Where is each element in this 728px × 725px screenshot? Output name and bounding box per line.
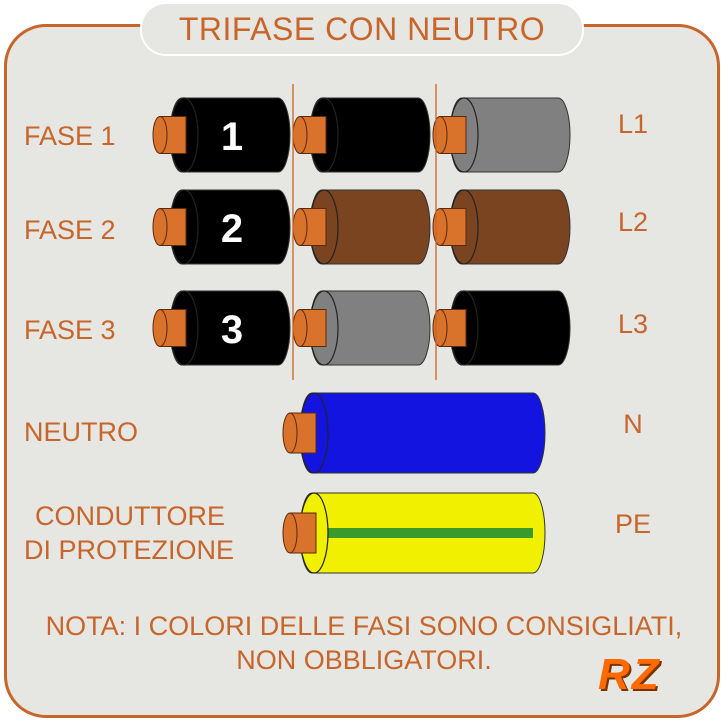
title: TRIFASE CON NEUTRO: [140, 2, 584, 56]
row-label-conduttore: CONDUTTORE: [35, 501, 226, 531]
phase-number-1: 1: [221, 115, 243, 159]
phase-number-3: 3: [221, 308, 243, 352]
row-label-fase-1: FASE 1: [24, 121, 116, 151]
cable-fase-3-col-1: [152, 290, 291, 366]
code-n: N: [623, 409, 643, 439]
phase-number-2: 2: [221, 207, 243, 251]
row-label-di-protezione: DI PROTEZIONE: [24, 535, 235, 565]
cable-fase-1-col-3: [432, 97, 571, 173]
cable-pe: [282, 492, 546, 574]
row-label-neutro: NEUTRO: [24, 417, 138, 447]
cable-fase-3-col-3: [432, 290, 571, 366]
cable-fase-3-col-2: [292, 290, 431, 366]
code-l1: L1: [617, 109, 649, 139]
cable-fase-2-col-1: [152, 189, 291, 265]
cable-fase-1-col-2: [292, 97, 431, 173]
cable-neutro: [282, 392, 546, 474]
row-label-fase-2: FASE 2: [24, 215, 116, 245]
cable-fase-2-col-3: [432, 189, 571, 265]
note-line-2: NON OBBLIGATORI.: [236, 645, 492, 675]
code-pe: PE: [614, 509, 652, 539]
cable-fase-1-col-1: [152, 97, 291, 173]
rz-logo: RZ: [598, 650, 661, 699]
row-label-fase-3: FASE 3: [24, 315, 116, 345]
code-l3: L3: [617, 309, 649, 339]
cable-fase-2-col-2: [292, 189, 431, 265]
code-l2: L2: [617, 207, 649, 237]
note-line-1: NOTA: I COLORI DELLE FASI SONO CONSIGLIA…: [45, 611, 683, 641]
